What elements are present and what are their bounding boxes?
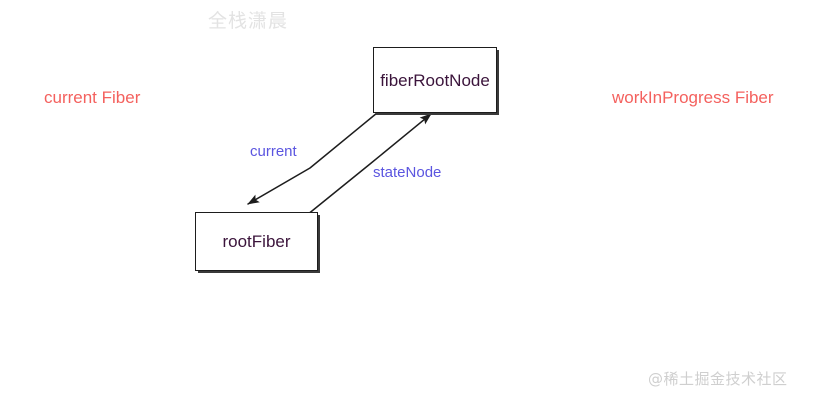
node-fiberrootnode[interactable]: fiberRootNode: [373, 47, 497, 113]
node-fiberrootnode-label: fiberRootNode: [380, 70, 490, 90]
edge-label-statenode: stateNode: [373, 164, 442, 181]
node-rootfiber-label: rootFiber: [222, 232, 291, 251]
watermark-bottom: @稀土掘金技术社区: [648, 370, 788, 388]
edge-label-current: current: [250, 143, 297, 160]
caption-workinprogress-fiber: workInProgress Fiber: [612, 88, 774, 107]
caption-current-fiber: current Fiber: [44, 88, 141, 107]
node-rootfiber[interactable]: rootFiber: [195, 212, 318, 271]
watermark-top: 全栈潇晨: [208, 10, 289, 32]
